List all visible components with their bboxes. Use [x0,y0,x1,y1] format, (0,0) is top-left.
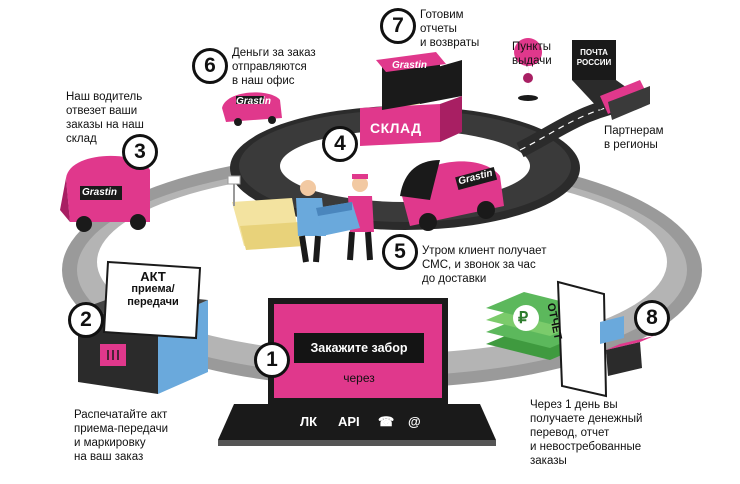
caption-line: Партнерам [604,125,664,137]
van-6-brand: Grastin [236,96,272,107]
caption-line: и маркировку [74,437,146,449]
caption-line: в регионы [604,139,658,151]
regions-caption: Партнерам в регионы [604,124,664,152]
post-label: ПОЧТА РОССИИ [574,48,614,68]
caption-line: склад [66,133,97,145]
act-document: АКТ приема/ передачи [108,270,198,309]
step-5-caption: Утром клиент получает СМС, и звонок за ч… [422,244,546,286]
caption-line: заказы на наш [66,119,144,131]
caption-line: выдачи [512,55,552,67]
van-step-6 [222,92,282,126]
caption-line: и невостребованные [530,441,642,453]
caption-line: СМС, и звонок за час [422,259,536,271]
caption-line: отправляются [232,61,307,73]
caption-line: Пункты [512,41,552,53]
caption-line: Готовим [420,9,464,21]
caption-line: заказы [530,455,567,467]
caption-line: до доставки [422,273,487,285]
post-line-1: ПОЧТА [580,48,608,57]
caption-line: в наш офис [232,75,295,87]
step-8-number: 8 [634,300,670,336]
caption-line: Наш водитель [66,91,143,103]
phone-icon[interactable]: ☎ [378,414,395,429]
caption-line: получаете денежный [530,413,643,425]
regional-truck [600,80,650,120]
caption-line: и возвраты [420,37,480,49]
post-line-2: РОССИИ [576,58,612,67]
office-brand: Grastin [392,60,428,71]
step-3-caption: Наш водитель отвезет ваши заказы на наш … [66,90,144,146]
courier-and-client [296,174,374,263]
act-title: АКТ [140,269,166,284]
step-6-number: 6 [192,48,228,84]
pickup-points-caption: Пункты выдачи [512,40,552,68]
van-step-5 [400,160,504,231]
step-2-number: 2 [68,302,104,338]
step-5-number: 5 [382,234,418,270]
step-7-number: 7 [380,8,416,44]
channel-account[interactable]: ЛК [300,414,318,429]
act-paper [102,260,202,340]
channel-api[interactable]: API [338,414,360,429]
van-3-brand: Grastin [82,187,118,198]
ruble-sign: ₽ [518,310,529,327]
warehouse-label: СКЛАД [370,120,422,136]
caption-line: приема-передачи [74,423,169,435]
report-paper [556,280,608,398]
pickup-pin [514,38,543,101]
caption-line: Распечатайте акт [74,409,168,421]
returned-parcels [600,316,654,376]
step-1-number: 1 [254,342,290,378]
caption-line: Деньги за заказ [232,47,316,59]
van-step-3 [60,155,150,232]
caption-line: на ваш заказ [74,451,144,463]
email-icon[interactable]: @ [408,414,421,429]
caption-line: отчеты [420,23,457,35]
step-8-caption: Через 1 день вы получаете денежный перев… [530,398,642,468]
caption-line: Утром клиент получает [422,245,547,257]
order-pickup-button[interactable]: Закажите забор [294,333,424,363]
step-6-caption: Деньги за заказ отправляются в наш офис [232,46,316,88]
russian-post-box [572,40,630,110]
caption-line: перевод, отчет [530,427,610,439]
sofa [227,175,304,250]
step-3-number: 3 [122,134,158,170]
office-building [376,52,446,110]
act-line-2: передачи [127,296,179,308]
step-7-caption: Готовим отчеты и возвраты [420,8,479,50]
caption-line: отвезет ваши [66,105,138,117]
caption-line: Через 1 день вы [530,399,618,411]
via-label: через [343,371,375,385]
act-line-1: приема/ [131,283,175,295]
step-4-number: 4 [322,126,358,162]
step-2-caption: Распечатайте акт приема-передачи и марки… [74,408,168,464]
